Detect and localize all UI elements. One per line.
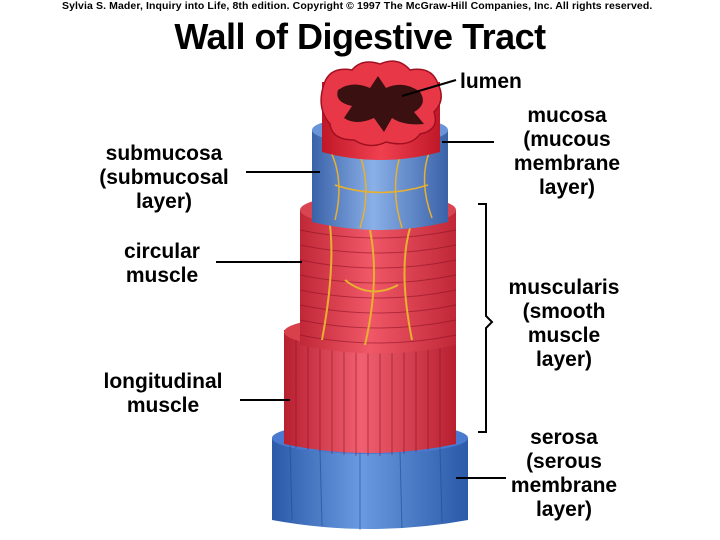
submucosa-label: submucosa (submucosal layer): [99, 142, 229, 213]
blood-vessels: [329, 149, 433, 229]
muscularis-label: muscularis (smooth muscle layer): [508, 276, 620, 371]
circular-muscle-label: circular muscle: [124, 240, 200, 287]
mucosa-layer: [320, 60, 442, 160]
serosa-label: serosa (serous membrane layer): [510, 426, 618, 521]
lumen-label: lumen: [460, 70, 522, 93]
muscularis-bracket: [478, 203, 494, 433]
mucosa-label: mucosa (mucous membrane layer): [513, 104, 621, 199]
leader-lines: [216, 79, 506, 479]
diagram-title: Wall of Digestive Tract: [174, 16, 546, 57]
copyright-notice: Sylvia S. Mader, Inquiry into Life, 8th …: [62, 0, 653, 12]
lumen-opening: [337, 76, 424, 132]
longitudinal-muscle-label: longitudinal muscle: [103, 370, 223, 417]
nerve-fibers: [321, 224, 413, 346]
